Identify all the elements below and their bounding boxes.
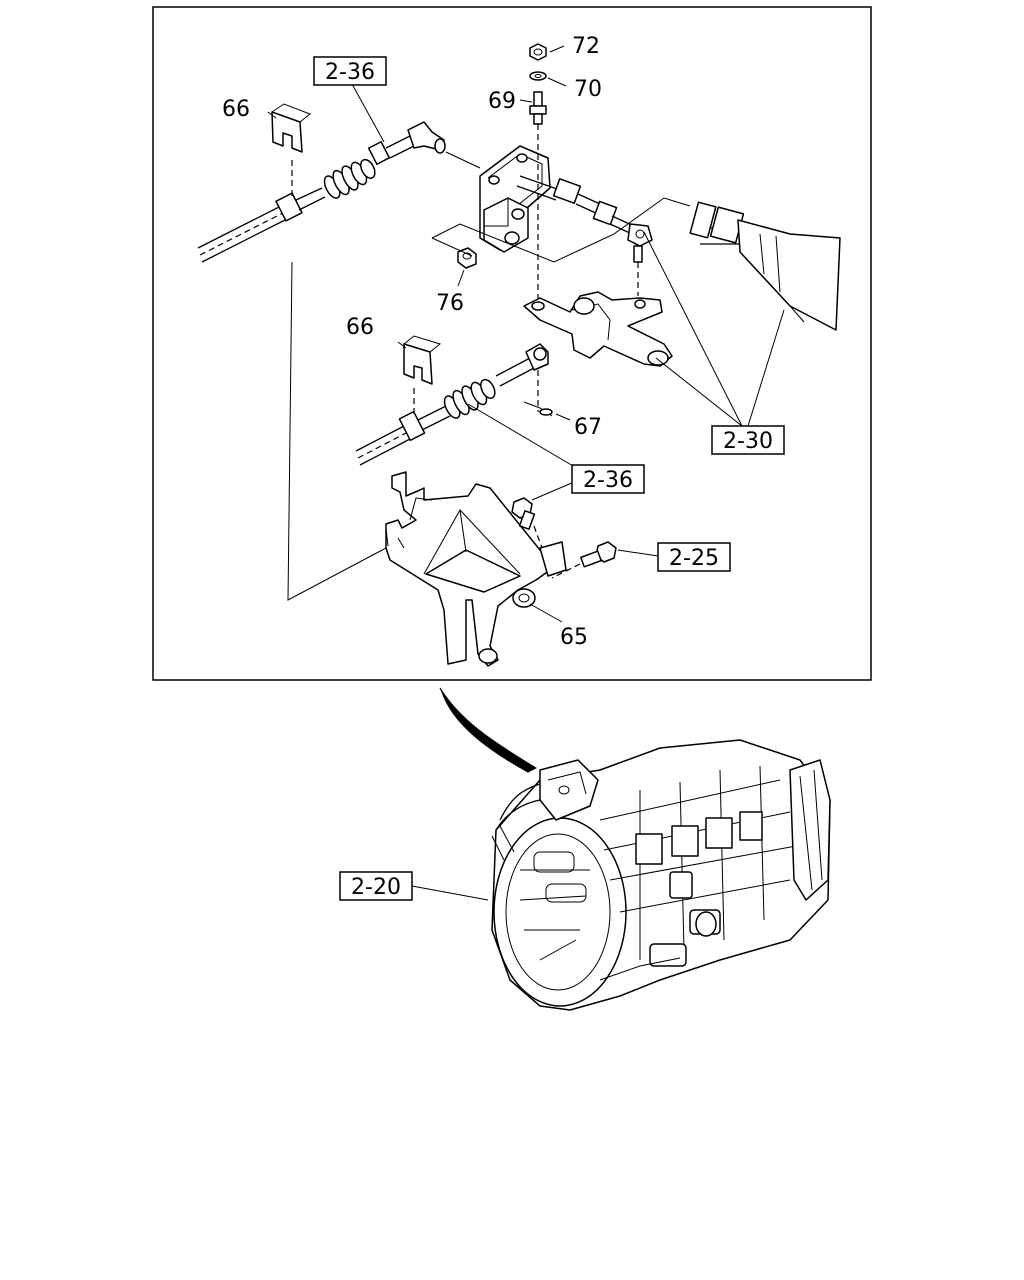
detail-frame [152,6,872,681]
part-label-67: 67 [574,415,602,440]
upper-cable-assembly [197,83,446,263]
ref-box-cable-mid: 2-36 [571,464,645,494]
stud-69 [519,91,547,125]
ref-box-transmission: 2-20 [339,871,413,901]
clip-66-mid [397,335,442,385]
ref-box-transmission-label: 2-20 [351,875,401,900]
ref-box-bolt: 2-25 [657,542,731,572]
ref-box-bolt-label: 2-25 [669,546,719,571]
detail-arrow [439,687,538,773]
bolt-2-25 [580,541,659,568]
part-label-66-mid: 66 [346,315,374,340]
ref-box-cable-top-label: 2-36 [325,60,375,85]
lower-mounting-bracket [385,471,567,667]
bolt-upper [511,481,575,530]
shift-rod-assembly [516,175,653,296]
part-label-76: 76 [436,291,464,316]
shift-tower-housing [689,201,841,331]
lower-cable-assembly [355,343,591,477]
bellcrank-lever [523,291,673,367]
part-label-66-top: 66 [222,97,250,122]
ref-box-lever-label: 2-30 [723,429,773,454]
cotter-pin-67 [523,401,571,421]
washer-70 [529,71,567,87]
part-label-69: 69 [488,89,516,114]
part-label-72: 72 [572,34,600,59]
ref-box-cable-top: 2-36 [313,56,387,86]
ref-box-lever: 2-30 [711,425,785,455]
transmission-assembly [491,739,831,1011]
part-label-70: 70 [574,77,602,102]
clip-66-top [267,103,311,153]
nut-76 [457,247,477,287]
ref-box-cable-mid-label: 2-36 [583,468,633,493]
nut-72 [529,43,565,61]
part-label-65: 65 [560,625,588,650]
